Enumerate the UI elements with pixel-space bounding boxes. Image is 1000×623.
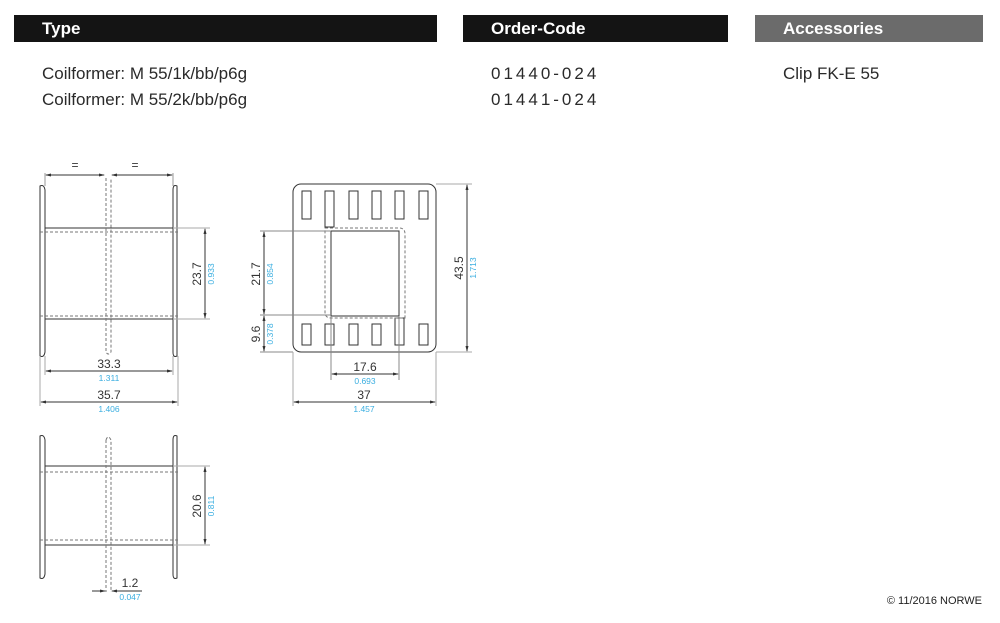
header-accessories: Accessories bbox=[755, 15, 983, 42]
equal-mark-right: = bbox=[131, 158, 138, 172]
side-view-bottom bbox=[39, 435, 210, 593]
accessory-row-1: Clip FK-E 55 bbox=[783, 64, 880, 83]
order-code-row-2: 01441-024 bbox=[491, 90, 600, 109]
order-code-row-1: 01440-024 bbox=[491, 64, 600, 83]
copyright: © 11/2016 NORWE bbox=[886, 595, 982, 607]
dim-height-mm: 23.7 bbox=[190, 262, 204, 286]
dim-total-height-inch: 1.713 bbox=[468, 257, 478, 279]
dim-window-width-inch: 0.693 bbox=[354, 376, 376, 386]
dim-bottom-height-inch: 0.811 bbox=[206, 495, 216, 516]
left-flange bbox=[39, 185, 46, 357]
dim-pin-row-inch: 0.378 bbox=[265, 323, 275, 345]
dim-bottom-height-mm: 20.6 bbox=[190, 494, 204, 518]
dim-window-height-mm: 21.7 bbox=[249, 262, 263, 286]
dim-total-height-mm: 43.5 bbox=[452, 256, 466, 280]
dim-pin-row-mm: 9.6 bbox=[249, 325, 263, 342]
header-type: Type bbox=[14, 15, 437, 42]
dim-inner-width-mm: 33.3 bbox=[97, 357, 121, 371]
type-row-1: Coilformer: M 55/1k/bb/p6g bbox=[42, 64, 248, 83]
dim-divider-mm: 1.2 bbox=[122, 576, 139, 590]
dim-window-height-inch: 0.854 bbox=[265, 263, 275, 285]
dim-outer-width-inch: 1.406 bbox=[98, 404, 120, 414]
dim-divider-inch: 0.047 bbox=[119, 592, 141, 602]
equal-mark-left: = bbox=[71, 158, 78, 172]
front-view bbox=[260, 183, 472, 406]
side-view-top bbox=[39, 173, 210, 406]
dim-inner-width-inch: 1.311 bbox=[99, 373, 120, 383]
dim-total-width-inch: 1.457 bbox=[353, 404, 375, 414]
left-flange bbox=[39, 435, 46, 579]
type-row-2: Coilformer: M 55/2k/bb/p6g bbox=[42, 90, 248, 109]
dim-outer-width-mm: 35.7 bbox=[97, 388, 121, 402]
header-order-code: Order-Code bbox=[463, 15, 728, 42]
dim-window-width-mm: 17.6 bbox=[353, 360, 377, 374]
right-flange bbox=[172, 185, 178, 357]
dim-height-inch: 0.933 bbox=[206, 263, 216, 285]
dim-total-width-mm: 37 bbox=[357, 388, 371, 402]
right-flange bbox=[172, 435, 178, 579]
